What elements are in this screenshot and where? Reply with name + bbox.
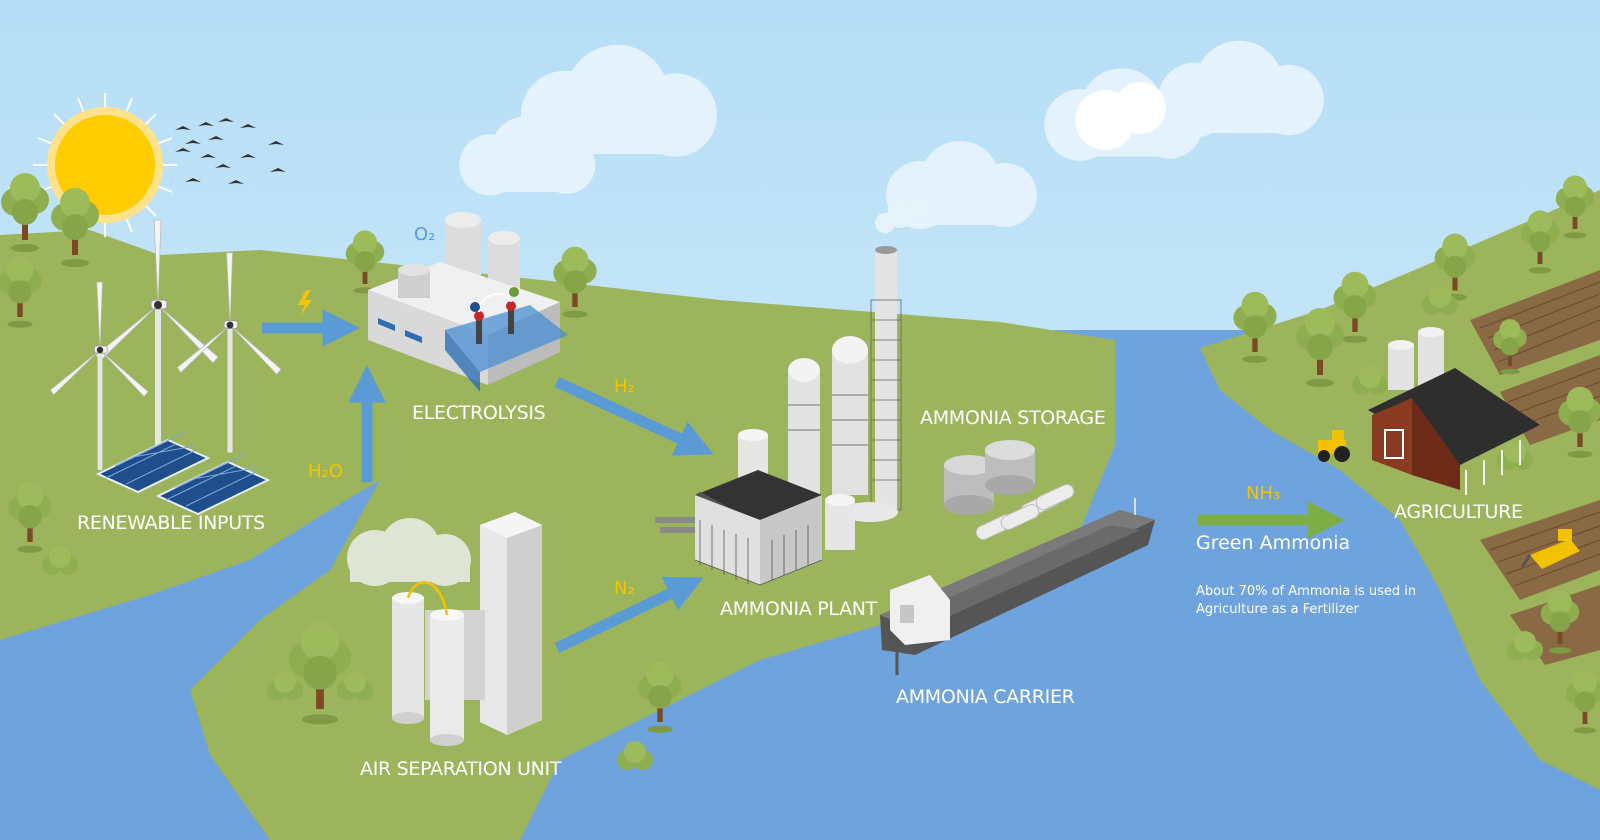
label-electrolysis: ELECTROLYSIS <box>412 402 546 424</box>
flow-label-h2: H₂ <box>614 376 635 397</box>
flow-label-nh3: NH₃ <box>1246 483 1281 504</box>
label-ammonia-plant: AMMONIA PLANT <box>720 598 877 620</box>
flow-label-n2: N₂ <box>614 578 635 599</box>
flow-label-o2: O₂ <box>414 224 436 245</box>
product-note: About 70% of Ammonia is used in Agricult… <box>1196 584 1417 617</box>
label-renewable-inputs: RENEWABLE INPUTS <box>77 512 265 534</box>
flow-label-h2o: H₂O <box>308 461 343 482</box>
product-title: Green Ammonia <box>1196 532 1351 554</box>
label-air-separation-unit: AIR SEPARATION UNIT <box>360 758 562 780</box>
label-ammonia-carrier: AMMONIA CARRIER <box>896 686 1075 708</box>
label-agriculture: AGRICULTURE <box>1394 501 1523 523</box>
label-ammonia-storage: AMMONIA STORAGE <box>920 407 1106 429</box>
